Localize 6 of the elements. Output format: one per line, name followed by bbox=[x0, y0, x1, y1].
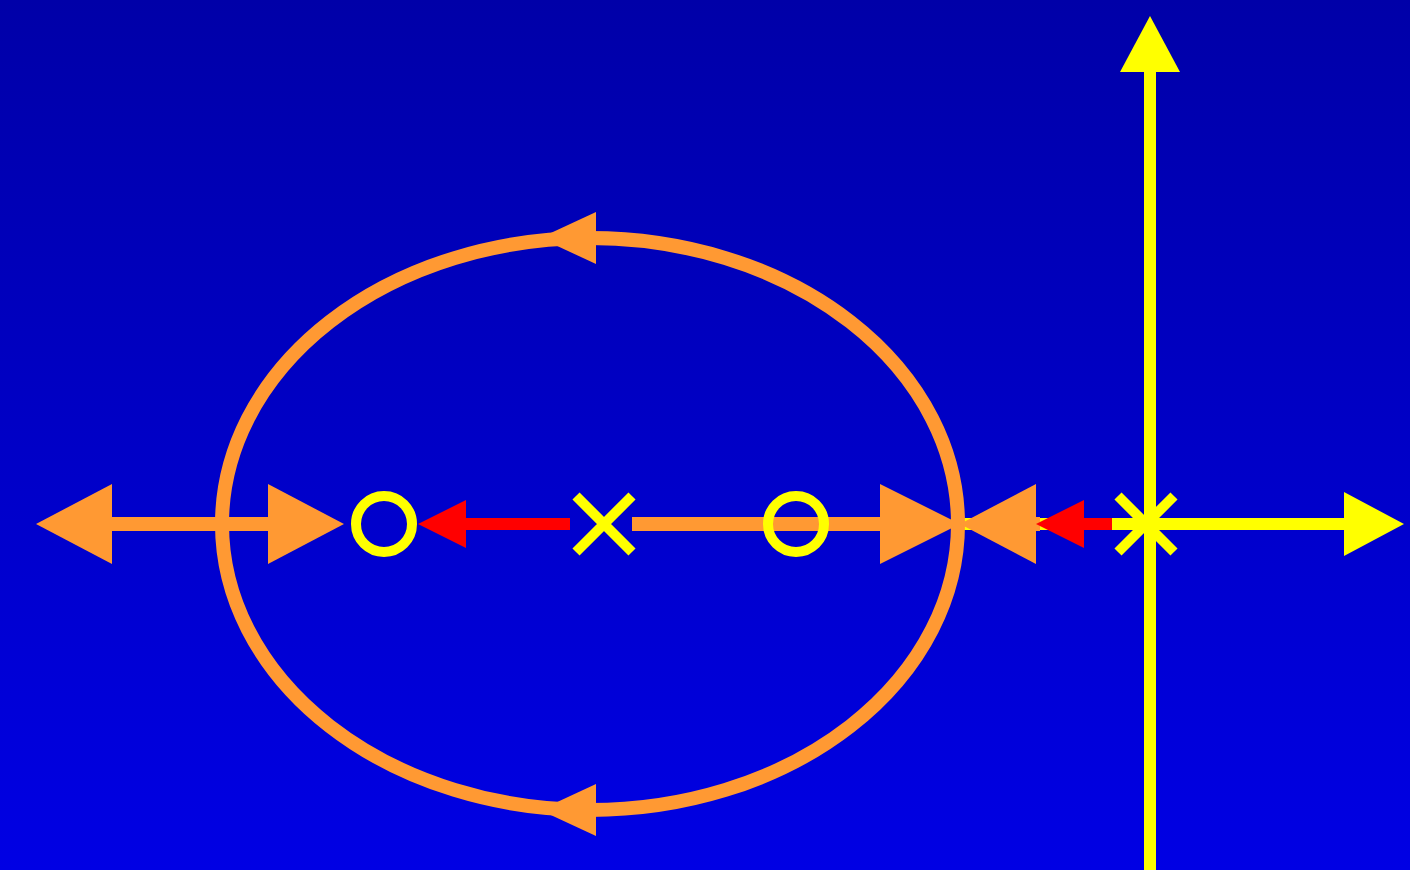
locus-arrow bbox=[418, 500, 570, 548]
pole-marker bbox=[570, 490, 638, 558]
pole-marker bbox=[1112, 490, 1180, 558]
zero-marker bbox=[762, 490, 830, 558]
zero-marker bbox=[350, 490, 418, 558]
locus-arrow bbox=[1036, 500, 1112, 548]
